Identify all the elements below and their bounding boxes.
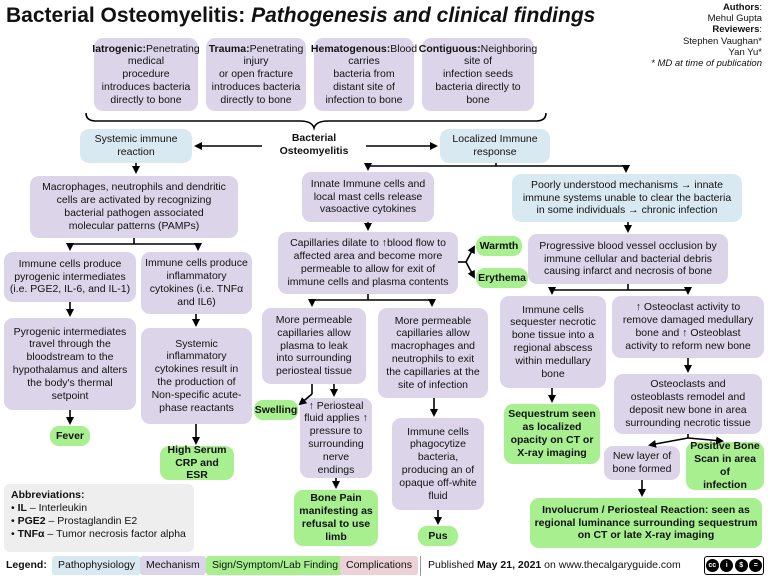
- authors-label: Authors: [722, 2, 760, 13]
- positive-scan-box: Positive Bone Scan in area of infection: [686, 440, 764, 491]
- cytokines-box: Immune cells produce inflammatory cytoki…: [141, 252, 252, 314]
- title-subtitle: Pathogenesis and clinical findings: [251, 4, 596, 27]
- erythema-box: Erythema: [476, 268, 528, 288]
- cause-contiguous: Contiguous:Neighboring site of infection…: [418, 38, 538, 111]
- cause-title: Contiguous:: [418, 42, 481, 55]
- pyrogenic-box: Immune cells produce pyrogenic intermedi…: [4, 252, 136, 302]
- pamps-box: Macrophages, neutrophils and dendritic c…: [30, 176, 238, 238]
- innate-box: Innate Immune cells and local mast cells…: [302, 172, 434, 222]
- pus-box: Pus: [418, 526, 458, 546]
- cause-title: Trauma:: [208, 42, 250, 55]
- abbreviation-item: PGE2 – Prostaglandin E2: [11, 515, 187, 528]
- title-main: Bacterial Osteomyelitis:: [6, 4, 246, 27]
- crp-esr-box: High Serum CRP and ESR: [160, 444, 234, 481]
- cause-title: Iatrogenic:: [92, 42, 146, 55]
- cause-text: Neighboring site of infection seeds bact…: [435, 42, 538, 106]
- arrow: [687, 436, 724, 445]
- phagocytize-box: Immune cells phagocytize bacteria, produ…: [392, 418, 484, 510]
- cause-title: Hematogenous:: [310, 42, 391, 55]
- legend-bar: Legend: Pathophysiology Mechanism Sign/S…: [0, 555, 768, 576]
- credits-note: * MD at time of publication: [651, 58, 762, 70]
- author-name: Mehul Gupta: [707, 13, 762, 25]
- fever-box: Fever: [50, 426, 90, 446]
- split-line: [312, 294, 432, 301]
- periosteal-box: ↑ Periosteal fluid applies ↑ pressure to…: [300, 398, 372, 478]
- acute-phase-box: Systemic inflammatory cytokines result i…: [141, 328, 252, 424]
- warmth-box: Warmth: [476, 236, 522, 256]
- cause-text: Blood carries bacteria from distant site…: [325, 42, 418, 106]
- arrow: [465, 245, 475, 263]
- sequester-box: Immune cells sequester necrotic bone tis…: [500, 296, 606, 388]
- macrophage-exit-box: More permeable capillaries allow macroph…: [378, 308, 488, 398]
- osteoclast-box: ↑ Osteoclast activity to remove damaged …: [612, 296, 764, 358]
- swelling-box: Swelling: [254, 400, 298, 420]
- legend-complications: Complications: [340, 556, 418, 575]
- cause-trauma: Trauma:Penetrating injury or open fractu…: [206, 38, 306, 111]
- reviewer-name: Yan Yu*: [728, 46, 762, 58]
- poorly-understood-box: Poorly understood mechanisms → innate im…: [512, 174, 742, 222]
- cause-text: Penetrating medical procedure introduces…: [101, 42, 200, 106]
- split-line: [70, 238, 198, 245]
- footer-divider: [420, 556, 421, 576]
- legend-pathophysiology: Pathophysiology: [52, 556, 142, 575]
- cause-iatrogenic: Iatrogenic:Penetrating medical procedure…: [92, 38, 200, 111]
- credits: Authors: Mehul Gupta Reviewers: Stephen …: [651, 2, 762, 70]
- published-note: Published May 21, 2021 on www.thecalgary…: [428, 559, 681, 571]
- abbreviations-panel: Abbreviations: IL – Interleukin PGE2 – P…: [4, 484, 194, 552]
- reviewers-label: Reviewers: [712, 24, 760, 36]
- split-line: [368, 163, 626, 167]
- abbreviation-item: IL – Interleukin: [11, 502, 187, 515]
- systemic-immune-box: Systemic immune reaction: [80, 129, 192, 163]
- arrow: [298, 393, 313, 406]
- cause-bracket: [85, 112, 547, 131]
- plasma-leak-box: More permeable capillaries allow plasma …: [262, 308, 366, 384]
- abbreviations-heading: Abbreviations:: [11, 489, 85, 501]
- legend-finding: Sign/Symptom/Lab Finding: [206, 556, 345, 575]
- new-bone-box: New layer of bone formed: [604, 446, 680, 480]
- dilate-box: Capillaries dilate to ↑blood flow to aff…: [278, 232, 458, 294]
- page-title: Bacterial Osteomyelitis: Pathogenesis an…: [6, 4, 595, 28]
- abbreviation-item: TNFα – Tumor necrosis factor alpha: [11, 528, 187, 541]
- cause-hematogenous: Hematogenous:Blood carries bacteria from…: [310, 38, 418, 111]
- cause-text: Penetrating injury or open fracture intr…: [211, 42, 304, 106]
- remodel-box: Osteoclasts and osteoblasts remodel and …: [614, 374, 762, 434]
- arrow: [465, 261, 475, 279]
- legend-label: Legend:: [6, 559, 47, 571]
- legend-mechanism: Mechanism: [140, 556, 206, 575]
- bone-pain-box: Bone Pain manifesting as refusal to use …: [294, 490, 378, 546]
- reviewer-name: Stephen Vaughan*: [682, 35, 762, 47]
- progressive-box: Progressive blood vessel occlusion by im…: [528, 234, 728, 284]
- center-label: Bacterial Osteomyelitis: [279, 132, 349, 158]
- sequestrum-box: Sequestrum seen as localized opacity on …: [504, 404, 600, 464]
- localized-box: Localized Immune response: [440, 129, 550, 163]
- hypothalamus-box: Pyrogenic intermediates travel through t…: [4, 318, 136, 410]
- involucrum-box: Involucrum / Periosteal Reaction: seen a…: [530, 498, 762, 548]
- arrow: [648, 437, 689, 448]
- split-line: [552, 284, 688, 291]
